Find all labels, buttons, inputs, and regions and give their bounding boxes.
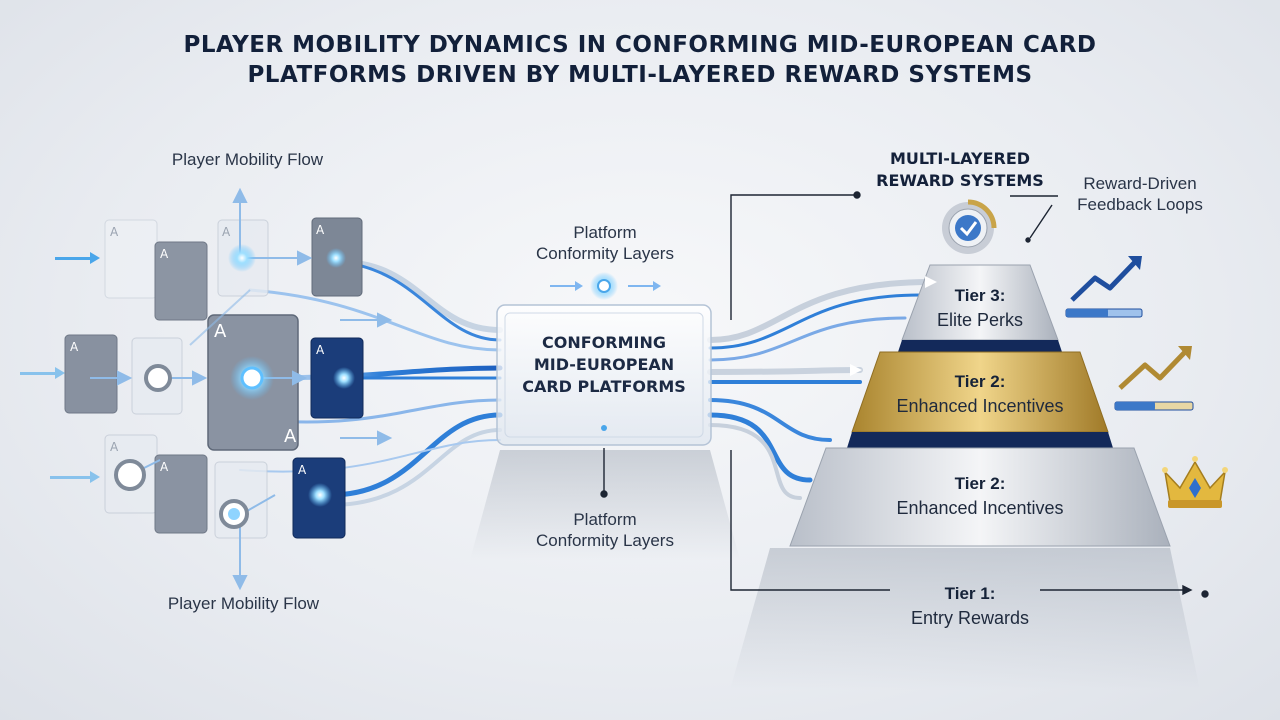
platform-title: CONFORMING MID-EUROPEAN CARD PLATFORMS <box>497 332 711 398</box>
card-glyph: A <box>70 340 79 354</box>
input-arrows <box>20 252 100 483</box>
card-glyph: A <box>284 426 297 447</box>
card-glyph: A <box>222 225 231 239</box>
tier-divider <box>847 432 1113 448</box>
tier-2-silver-label: Tier 2: Enhanced Incentives <box>850 472 1110 520</box>
feedback-label-line-1: Reward-Driven <box>1083 174 1197 193</box>
card-glyph: A <box>316 343 325 357</box>
platform-panel <box>496 304 712 446</box>
page-title: PLAYER MOBILITY DYNAMICS IN CONFORMING M… <box>0 30 1280 90</box>
card <box>154 241 208 321</box>
flow-nodes <box>114 244 618 529</box>
tier-2-gold-subtitle: Enhanced Incentives <box>896 396 1064 416</box>
title-line-1: PLAYER MOBILITY DYNAMICS IN CONFORMING M… <box>183 32 1097 58</box>
platform-shadow <box>470 450 740 560</box>
tier-2-gold-label: Tier 2: Enhanced Incentives <box>860 370 1100 418</box>
tier-entry-arrows <box>850 276 937 376</box>
title-line-2: PLATFORMS DRIVEN BY MULTI-LAYERED REWARD… <box>247 62 1033 88</box>
platform-title-line-2: MID-EUROPEAN <box>533 355 675 374</box>
tier-divider <box>898 340 1062 352</box>
conformity-label-bottom-line-1: Platform <box>573 510 637 529</box>
checkmark-badge-icon <box>942 199 997 254</box>
card-glyph: A <box>110 440 119 454</box>
reward-systems-line-2: REWARD SYSTEMS <box>876 171 1044 190</box>
tier-1-label: Tier 1: Entry Rewards <box>870 582 1070 630</box>
trend-up-arrow-icon <box>1114 346 1194 411</box>
crown-icon <box>1162 456 1228 508</box>
conformity-label-bottom: Platform Conformity Layers <box>510 509 700 551</box>
tier-3-title: Tier 3: <box>954 286 1006 305</box>
tier-1-title: Tier 1: <box>944 584 996 603</box>
conformity-label-top: Platform Conformity Layers <box>510 222 700 264</box>
tier-2-silver-title: Tier 2: <box>954 474 1006 493</box>
tier-2-silver-subtitle: Enhanced Incentives <box>896 498 1064 518</box>
card-glyph: A <box>214 321 227 342</box>
platform-title-line-3: CARD PLATFORMS <box>522 377 686 396</box>
conformity-label-top-line-1: Platform <box>573 223 637 242</box>
player-flow-label-top: Player Mobility Flow <box>171 150 324 169</box>
trend-up-arrow-icon <box>1065 256 1143 318</box>
card-glyph: A <box>160 460 169 474</box>
reward-pyramid[interactable] <box>789 264 1171 547</box>
reward-flow-lines <box>707 279 933 500</box>
feedback-label-line-2: Feedback Loops <box>1077 195 1203 214</box>
card-glyph: A <box>298 463 307 477</box>
player-cards <box>64 217 364 539</box>
pyramid-shadow <box>730 548 1200 690</box>
tier-3-subtitle: Elite Perks <box>936 310 1024 330</box>
card <box>154 454 208 534</box>
player-flow-label-bottom: Player Mobility Flow <box>167 594 320 613</box>
tier-2-silver-block[interactable] <box>789 447 1171 547</box>
tier-1-subtitle: Entry Rewards <box>910 608 1030 628</box>
conformity-label-bottom-line-2: Conformity Layers <box>536 531 674 550</box>
tier-2-gold-title: Tier 2: <box>954 372 1006 391</box>
feedback-loops-label: Reward-Driven Feedback Loops <box>1056 173 1224 215</box>
tier-3-label: Tier 3: Elite Perks <box>900 284 1060 332</box>
conformity-label-top-line-2: Conformity Layers <box>536 244 674 263</box>
reward-systems-title: MULTI-LAYERED REWARD SYSTEMS <box>860 148 1060 192</box>
card-glyph: A <box>316 223 325 237</box>
card-glyph: A <box>160 247 169 261</box>
card-glyph: A <box>110 225 119 239</box>
conformity-arrows <box>550 281 661 291</box>
connector-lines <box>600 191 1209 598</box>
card-glyphs: A A A A A A A A A A A <box>70 223 325 477</box>
reward-systems-line-1: MULTI-LAYERED <box>889 149 1031 168</box>
platform-title-line-1: CONFORMING <box>542 333 666 352</box>
